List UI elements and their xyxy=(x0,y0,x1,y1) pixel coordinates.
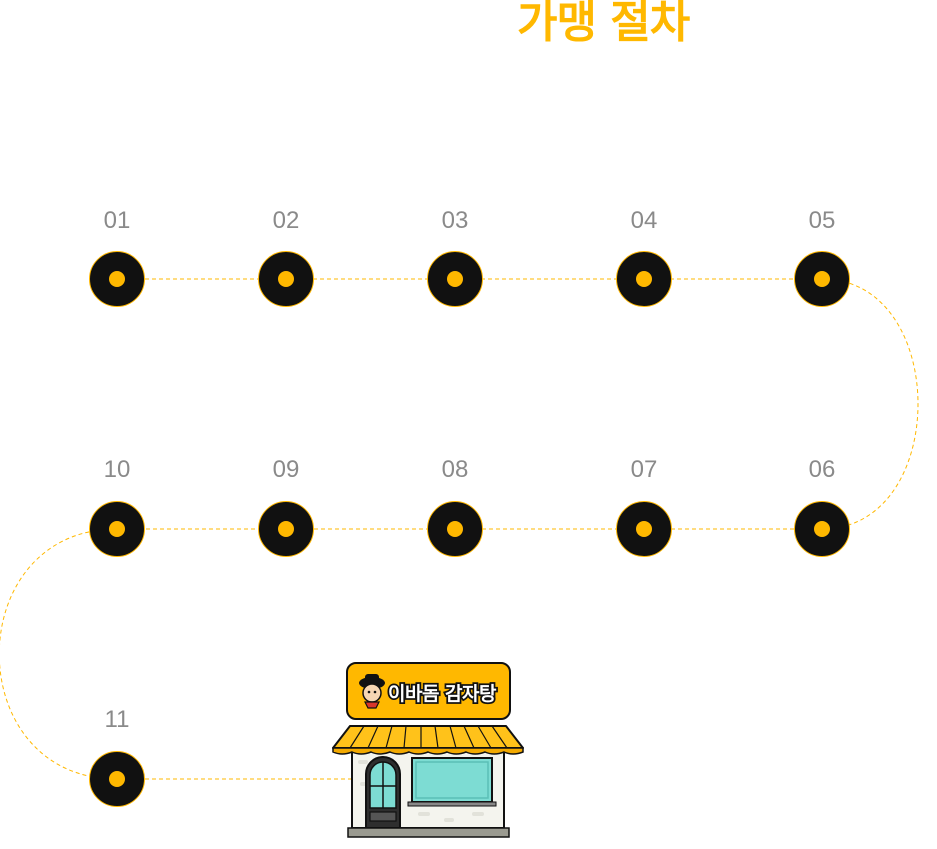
step-marker-09[interactable] xyxy=(258,501,314,557)
step-marker-center xyxy=(447,521,463,537)
page-title: 가맹 절차 xyxy=(517,0,690,48)
step-marker-11[interactable] xyxy=(89,751,145,807)
step-number-09: 09 xyxy=(272,456,300,483)
step-number-04: 04 xyxy=(630,207,658,234)
step-marker-center xyxy=(814,521,830,537)
step-marker-01[interactable] xyxy=(89,251,145,307)
step-number-08: 08 xyxy=(441,456,469,483)
step-marker-center xyxy=(814,271,830,287)
step-number-01: 01 xyxy=(103,207,131,234)
step-marker-03[interactable] xyxy=(427,251,483,307)
step-number-10: 10 xyxy=(103,456,131,483)
step-marker-center xyxy=(636,521,652,537)
store-sign-text: 이바돔 감자탕 xyxy=(388,683,497,705)
step-marker-02[interactable] xyxy=(258,251,314,307)
step-marker-10[interactable] xyxy=(89,501,145,557)
step-marker-07[interactable] xyxy=(616,501,672,557)
step-marker-center xyxy=(636,271,652,287)
step-marker-center xyxy=(109,271,125,287)
step-marker-05[interactable] xyxy=(794,251,850,307)
step-number-03: 03 xyxy=(441,207,469,234)
step-number-05: 05 xyxy=(808,207,836,234)
step-number-11: 11 xyxy=(104,706,130,733)
step-marker-center xyxy=(278,521,294,537)
step-marker-08[interactable] xyxy=(427,501,483,557)
step-marker-center xyxy=(447,271,463,287)
step-marker-center xyxy=(109,521,125,537)
step-marker-center xyxy=(109,771,125,787)
storefront-illustration: 이바돔 감자탕 xyxy=(332,662,524,838)
step-number-07: 07 xyxy=(630,456,658,483)
step-number-02: 02 xyxy=(272,207,300,234)
step-marker-center xyxy=(278,271,294,287)
mascot-icon xyxy=(359,674,385,709)
step-number-06: 06 xyxy=(808,456,836,483)
step-marker-06[interactable] xyxy=(794,501,850,557)
step-marker-04[interactable] xyxy=(616,251,672,307)
